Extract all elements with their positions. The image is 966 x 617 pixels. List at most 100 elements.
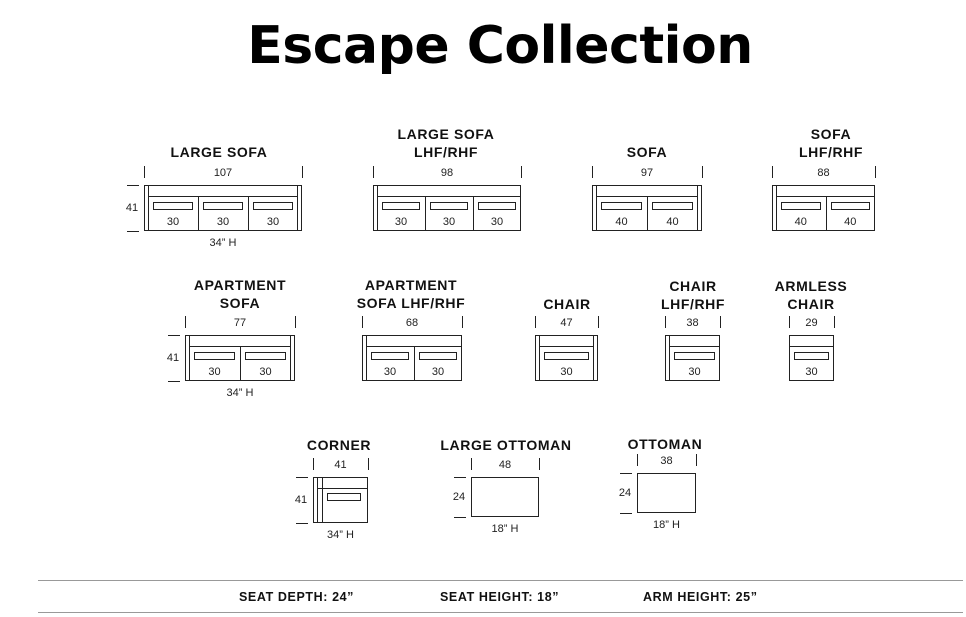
depth-tick-top <box>620 473 632 474</box>
back-pillow <box>327 493 361 501</box>
depth-label: 24 <box>618 487 632 499</box>
arm-height-spec: ARM HEIGHT: 25” <box>643 590 758 604</box>
height-label: 18” H <box>491 523 519 535</box>
cushion-width-label: 30 <box>490 216 504 228</box>
width-tick-right <box>539 458 540 470</box>
item-outline <box>362 335 462 381</box>
seat-cushion <box>647 196 698 230</box>
item-name: SOFA <box>219 295 261 311</box>
depth-tick-top <box>454 477 466 478</box>
back-pillow <box>430 202 468 210</box>
height-label: 34” H <box>209 237 237 249</box>
back-pillow <box>478 202 516 210</box>
item-name: APARTMENT <box>193 277 287 293</box>
depth-label: 41 <box>166 352 180 364</box>
width-tick-left <box>772 166 773 178</box>
cushion-width-label: 30 <box>688 366 701 378</box>
item-name: CHAIR <box>787 296 835 312</box>
seat-cushion <box>240 346 291 380</box>
width-tick-right <box>834 316 835 328</box>
footer-divider-top <box>38 580 963 581</box>
depth-label: 41 <box>294 494 308 506</box>
width-tick-left <box>362 316 363 328</box>
back-pillow <box>830 202 870 210</box>
depth-tick-top <box>168 335 180 336</box>
item-name: LARGE SOFA <box>397 126 495 142</box>
height-label: 18” H <box>653 519 680 531</box>
cushion-width-label: 30 <box>560 366 573 378</box>
depth-tick-top <box>296 477 308 478</box>
cushion-width-label: 40 <box>666 216 679 228</box>
width-label: 38 <box>660 455 673 467</box>
cushion-width-label: 30 <box>805 366 818 378</box>
seat-cushion <box>473 196 521 230</box>
width-tick-right <box>462 316 463 328</box>
width-tick-left <box>535 316 536 328</box>
back-pillow <box>781 202 821 210</box>
width-tick-right <box>875 166 876 178</box>
width-tick-left <box>471 458 472 470</box>
width-tick-right <box>521 166 522 178</box>
cushion-width-label: 30 <box>383 366 397 378</box>
seat-cushion <box>414 346 462 380</box>
arm-left <box>535 335 540 381</box>
backrest <box>377 185 521 197</box>
back-pillow <box>253 202 293 210</box>
height-label: 34” H <box>226 387 254 399</box>
width-tick-left <box>313 458 314 470</box>
item-name: CHAIR <box>669 278 717 294</box>
arm-left <box>665 335 670 381</box>
item-name: CORNER <box>306 437 372 453</box>
width-label: 98 <box>440 167 454 179</box>
back-pillow <box>652 202 693 210</box>
width-label: 97 <box>640 167 654 179</box>
width-tick-left <box>185 316 186 328</box>
back-pillow <box>419 352 457 360</box>
arm-left <box>185 335 190 381</box>
back-pillow <box>382 202 420 210</box>
backrest <box>539 335 594 347</box>
width-tick-right <box>696 454 697 466</box>
arm-left <box>592 185 597 231</box>
width-tick-right <box>598 316 599 328</box>
item-name: LHF/RHF <box>660 296 726 312</box>
seat-height-spec: SEAT HEIGHT: 18” <box>440 590 560 604</box>
depth-tick-bottom <box>127 231 139 232</box>
width-tick-left <box>789 316 790 328</box>
item-outline <box>471 477 539 517</box>
page-title: Escape Collection <box>247 16 753 76</box>
arm-left <box>362 335 367 381</box>
arm-left <box>772 185 777 231</box>
width-tick-left <box>665 316 666 328</box>
seat-cushion <box>248 196 298 230</box>
footer-divider-bottom <box>38 612 963 613</box>
back-pillow <box>794 352 829 360</box>
cushion-width-label: 30 <box>259 366 272 378</box>
corner-back <box>317 477 323 523</box>
back-pillow <box>203 202 243 210</box>
arm-right <box>593 335 598 381</box>
item-name: LHF/RHF <box>413 144 479 160</box>
depth-tick-bottom <box>296 523 308 524</box>
backrest <box>148 185 298 197</box>
item-name: LARGE OTTOMAN <box>440 437 572 453</box>
back-pillow <box>245 352 286 360</box>
width-label: 29 <box>805 317 818 329</box>
depth-tick-bottom <box>454 517 466 518</box>
seat-depth-spec: SEAT DEPTH: 24” <box>239 590 355 604</box>
depth-label: 41 <box>125 202 139 214</box>
item-name: SOFA <box>626 144 668 160</box>
arm-right <box>290 335 295 381</box>
cushion-width-label: 40 <box>794 216 807 228</box>
width-tick-right <box>720 316 721 328</box>
item-name: LARGE SOFA <box>170 144 268 160</box>
seat-cushion <box>198 196 248 230</box>
seat-cushion <box>825 196 876 230</box>
width-label: 38 <box>686 317 699 329</box>
width-tick-right <box>302 166 303 178</box>
arm-right <box>697 185 702 231</box>
arm-left <box>373 185 378 231</box>
width-tick-right <box>368 458 369 470</box>
item-outline <box>772 185 875 231</box>
width-tick-left <box>592 166 593 178</box>
